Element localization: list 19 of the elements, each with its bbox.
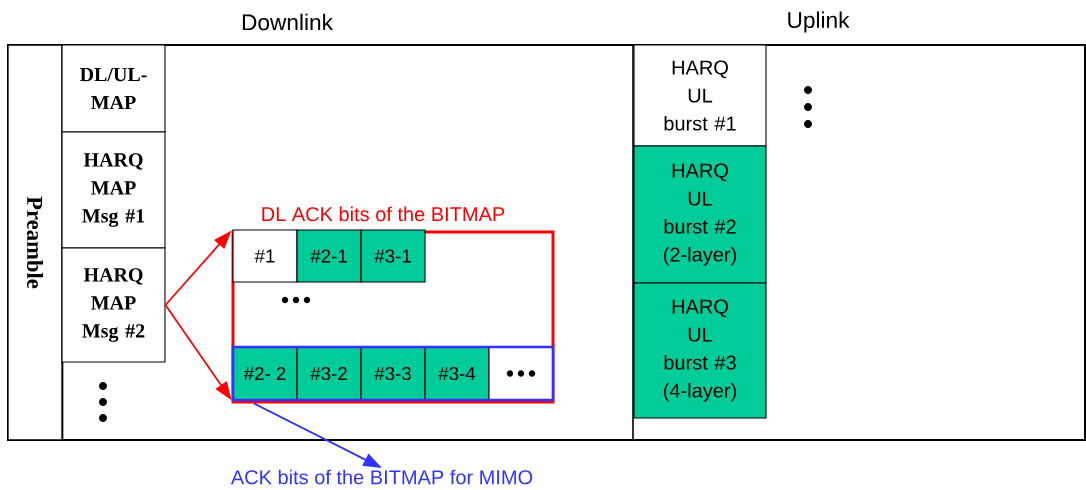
bit-cell: #3-1 [360, 229, 426, 283]
map-box: HARQ MAP Msg #2 [61, 247, 166, 363]
burst-box: HARQ UL burst #2 (2-layer) [633, 145, 767, 284]
section-heading: Downlink [242, 13, 333, 31]
bit-cell: #3-2 [296, 346, 362, 401]
burst-box: HARQ UL burst #3 (4-layer) [633, 282, 767, 419]
burst-box: HARQ UL burst #1 [633, 44, 767, 147]
map-box: HARQ MAP Msg #1 [61, 131, 166, 249]
section-heading: Uplink [788, 11, 850, 33]
bit-cell: #2- 2 [232, 346, 298, 401]
mimo-bitmap-box [231, 345, 555, 402]
bit-cell: #3-3 [360, 346, 426, 401]
bit-cell: #1 [232, 229, 298, 283]
node-label: DL ACK bits of the BITMAP [262, 206, 505, 222]
map-box: DL/UL-MAP [61, 44, 166, 133]
bit-cell: #2-1 [296, 229, 362, 283]
bit-cell: #3-4 [424, 346, 490, 401]
caption-text: ACK bits of the BITMAP for MIMO [230, 469, 533, 485]
bit-cell [488, 346, 554, 401]
